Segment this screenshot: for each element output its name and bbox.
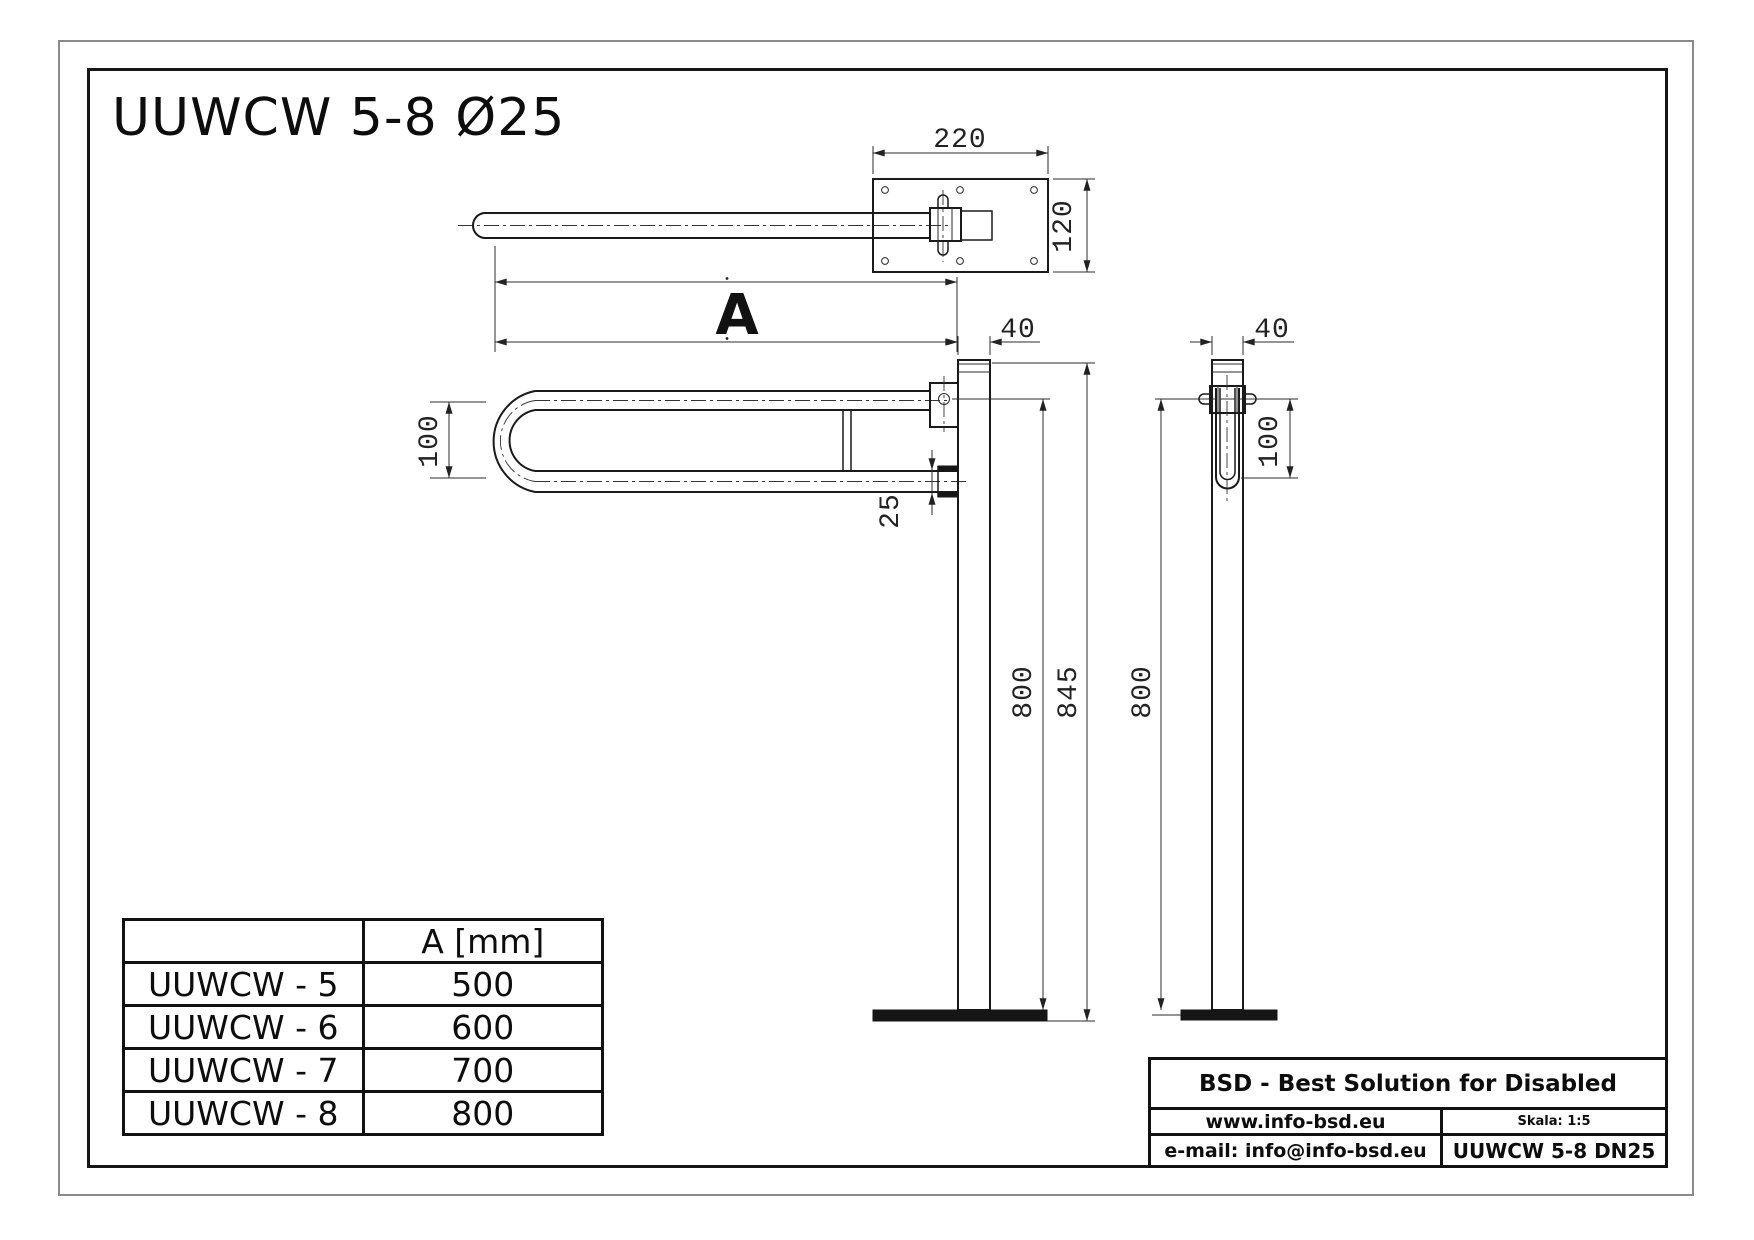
sheet-inner-border	[87, 68, 1668, 1168]
title-block-row3: e-mail: info@info-bsd.eu UUWCW 5-8 DN25	[1151, 1136, 1665, 1165]
dim-post-front: 40	[1000, 315, 1036, 346]
dim-post-side: 40	[1254, 315, 1290, 346]
table-row: UUWCW - 7 700	[122, 1047, 604, 1093]
model-length: 700	[361, 1047, 604, 1093]
table-row: UUWCW - 5 500	[122, 961, 604, 1007]
company-name: BSD - Best Solution for Disabled	[1151, 1060, 1665, 1110]
model-length: 800	[361, 1090, 604, 1136]
model-length: 500	[361, 961, 604, 1007]
page-title: UUWCW 5-8 Ø25	[112, 88, 566, 148]
dim-loop-front: 100	[415, 414, 446, 467]
model-number: UUWCW 5-8 DN25	[1452, 1138, 1656, 1163]
dim-plate-width: 220	[933, 125, 986, 156]
dim-loop-side: 100	[1255, 414, 1286, 467]
dim-hinge-height-side: 800	[1128, 665, 1159, 718]
model-name: UUWCW - 7	[122, 1047, 365, 1093]
drawing-scale: Skala: 1:5	[1517, 1114, 1591, 1129]
model-name: UUWCW - 6	[122, 1004, 365, 1050]
table-header-row: A [mm]	[122, 918, 604, 964]
dim-total-height: 845	[1054, 665, 1085, 718]
table-row: UUWCW - 8 800	[122, 1090, 604, 1136]
title-block-row2: www.info-bsd.eu Skala: 1:5	[1151, 1110, 1665, 1136]
dim-tube-diameter: 25	[876, 493, 907, 529]
side-view: 40 100 800	[1128, 315, 1298, 1021]
model-name: UUWCW - 8	[122, 1090, 365, 1136]
sheet-outer-border	[58, 40, 1694, 1196]
model-name: UUWCW - 5	[122, 961, 365, 1007]
table-header-a-mm: A [mm]	[361, 918, 604, 964]
table-row: UUWCW - 6 600	[122, 1004, 604, 1050]
table-header-empty	[122, 918, 365, 964]
top-view: 220 120	[458, 125, 1095, 352]
model-length: 600	[361, 1004, 604, 1050]
dim-hinge-height-front: 800	[1009, 665, 1040, 718]
email: e-mail: info@info-bsd.eu	[1151, 1136, 1443, 1165]
dim-length-label: A	[715, 283, 759, 348]
front-view: 40 100 25 800 845	[415, 315, 1095, 1022]
website: www.info-bsd.eu	[1151, 1110, 1443, 1133]
dim-plate-height: 120	[1049, 199, 1080, 252]
title-block: BSD - Best Solution for Disabled www.inf…	[1148, 1057, 1668, 1168]
size-table: A [mm] UUWCW - 5 500 UUWCW - 6 600 UUWCW…	[122, 918, 604, 1136]
